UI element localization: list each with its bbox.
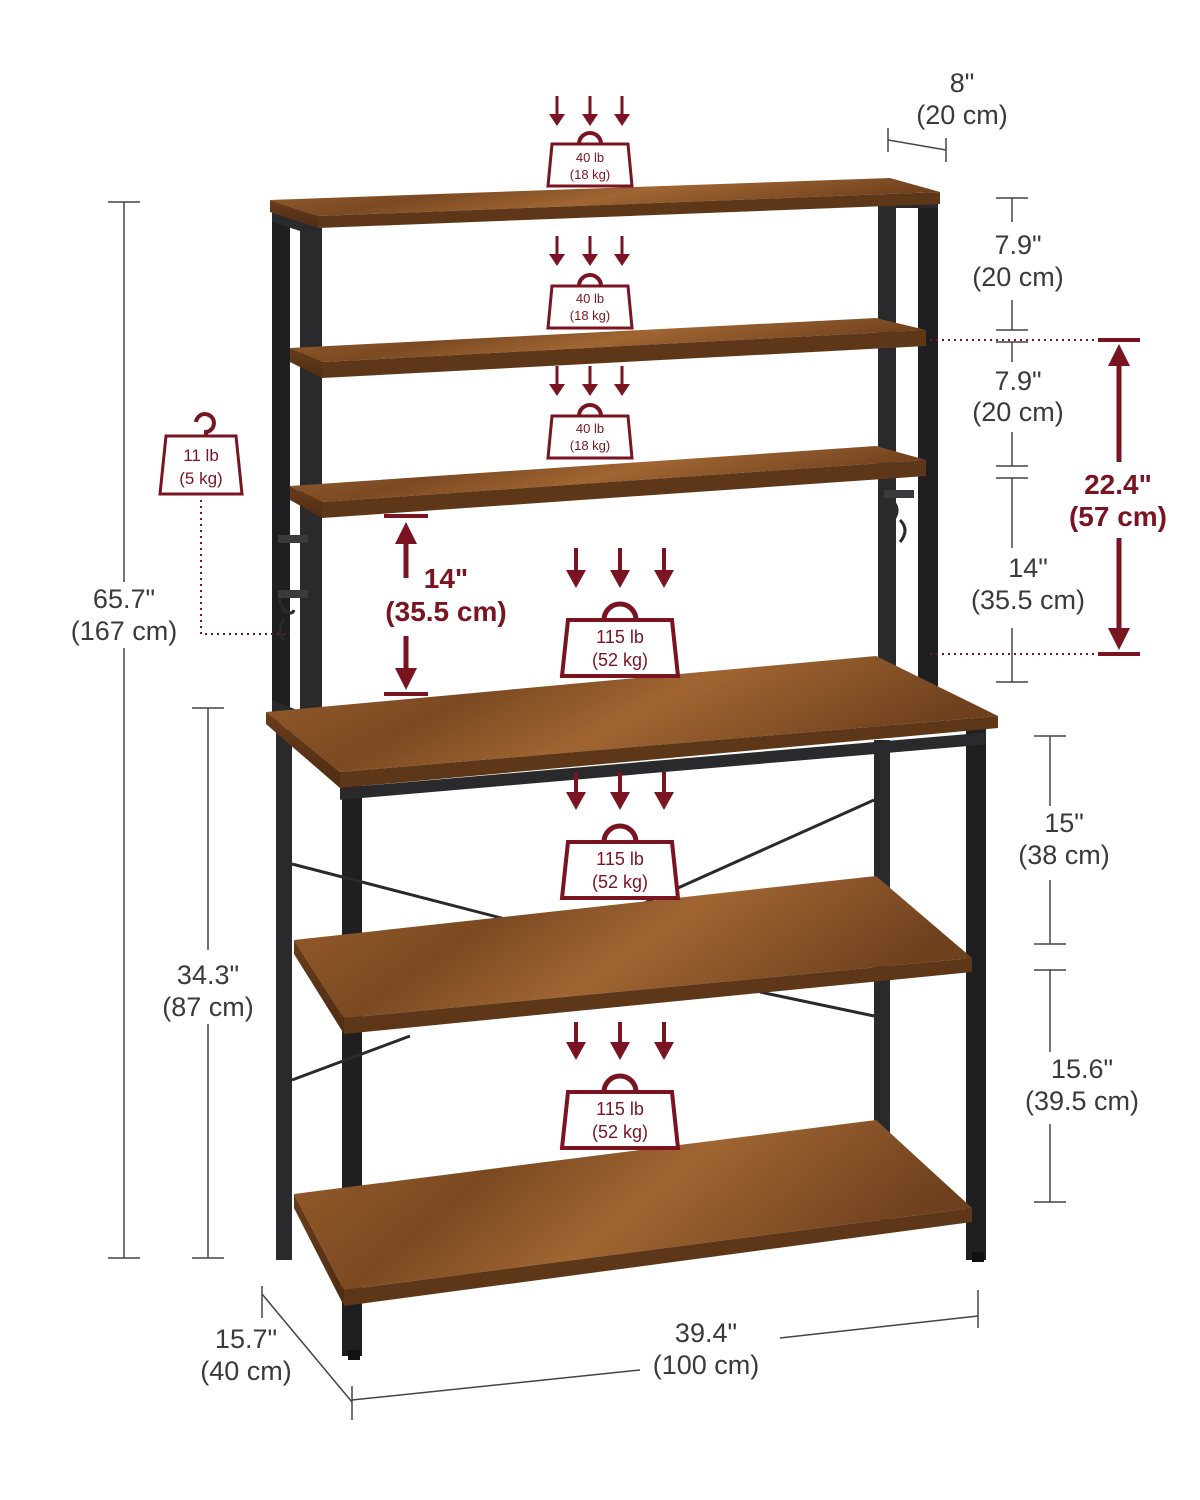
weight-icon (559, 601, 681, 678)
cross-braces (291, 798, 875, 1082)
bakers-rack (266, 178, 998, 1360)
weight-hutch-shelf-2: 40 lb (18 kg) (546, 366, 634, 460)
weight-icon (559, 1073, 681, 1150)
down-arrow-icon (566, 772, 674, 810)
worktop (266, 656, 998, 800)
dimension-lines (108, 128, 1066, 1420)
middle-shelf (294, 876, 972, 1034)
weight-worktop: 115 lb (52 kg) (559, 548, 681, 678)
weight-icon (546, 273, 634, 330)
hutch-side-left (272, 212, 322, 238)
weight-label-kg: (52 kg) (592, 650, 648, 670)
hutch-total-dimension (930, 338, 1140, 656)
lower-gap-1-in: 15" (1044, 808, 1084, 838)
weight-icon (546, 131, 634, 188)
weight-hutch-shelf-1: 40 lb (18 kg) (546, 236, 634, 330)
weight-icon (559, 823, 681, 900)
weight-icon (546, 403, 634, 460)
hutch-gap-3-cm: (35.5 cm) (971, 585, 1085, 615)
width-cm: (100 cm) (653, 1350, 760, 1380)
depth-in: 15.7" (215, 1324, 277, 1354)
weight-top-shelf: 40 lb (18 kg) (546, 96, 634, 188)
table-height-in: 34.3" (177, 960, 239, 990)
lower-gap-2-cm: (39.5 cm) (1025, 1086, 1139, 1116)
weight-icon (158, 434, 244, 496)
weight-label-lb: 115 lb (596, 627, 644, 647)
weight-bottom-shelf: 115 lb (52 kg) (559, 1022, 681, 1150)
depth-cm: (40 cm) (200, 1356, 292, 1386)
hutch-gap-2-in: 7.9" (994, 366, 1041, 396)
hook-icon (194, 412, 216, 444)
hutch-post-right-front (918, 198, 938, 698)
top-shelf (270, 178, 940, 228)
lower-post-left-back (276, 730, 292, 1260)
down-arrow-icon (549, 236, 630, 266)
weight-label-lb: 115 lb (596, 849, 644, 869)
weight-label-kg: (52 kg) (592, 1122, 648, 1142)
down-arrow-icon (549, 96, 630, 126)
down-arrow-icon (566, 1022, 674, 1060)
hutch-total-cm: (57 cm) (1069, 501, 1167, 532)
shelf-clearance-in: 14" (424, 563, 468, 594)
down-arrow-icon (549, 366, 630, 396)
lower-post-right-front (966, 720, 986, 1260)
weight-label-lb: 40 lb (576, 150, 604, 165)
total-height-cm: (167 cm) (71, 616, 178, 646)
hutch-shelf-1 (290, 318, 926, 378)
weight-label-kg: (18 kg) (570, 438, 610, 453)
width-in: 39.4" (675, 1318, 737, 1348)
bottom-shelf (294, 1120, 972, 1306)
lower-gap-2-in: 15.6" (1051, 1054, 1113, 1084)
weight-label-lb: 40 lb (576, 421, 604, 436)
hutch-post-right-back (878, 198, 896, 668)
top-depth-cm: (20 cm) (916, 100, 1008, 130)
weight-label-kg: (18 kg) (570, 167, 610, 182)
hutch-gap-2-cm: (20 cm) (972, 397, 1064, 427)
table-height-cm: (87 cm) (162, 992, 254, 1022)
top-depth-in: 8" (950, 68, 975, 98)
weight-label-lb: 40 lb (576, 291, 604, 306)
weight-label-lb: 11 lb (183, 446, 219, 465)
weight-label-kg: (52 kg) (592, 872, 648, 892)
weight-label-kg: (18 kg) (570, 308, 610, 323)
shelf-clearance-cm: (35.5 cm) (385, 596, 506, 627)
hutch-post-left-front (272, 212, 290, 722)
weight-hook: 11 lb (5 kg) (158, 412, 290, 635)
weight-middle-shelf: 115 lb (52 kg) (559, 772, 681, 900)
hutch-shelf-2 (290, 446, 926, 518)
weight-label-kg: (5 kg) (179, 469, 222, 488)
total-height-in: 65.7" (93, 584, 155, 614)
hutch-gap-1-cm: (20 cm) (972, 262, 1064, 292)
hutch-gap-3-in: 14" (1008, 553, 1048, 583)
hutch-gap-1-in: 7.9" (994, 230, 1041, 260)
hutch-total-in: 22.4" (1084, 469, 1152, 500)
weight-label-lb: 115 lb (596, 1099, 644, 1119)
down-arrow-icon (566, 548, 674, 588)
shelf-clearance-dimension (384, 514, 428, 696)
hutch-post-left-back (300, 228, 322, 740)
lower-gap-1-cm: (38 cm) (1018, 840, 1110, 870)
